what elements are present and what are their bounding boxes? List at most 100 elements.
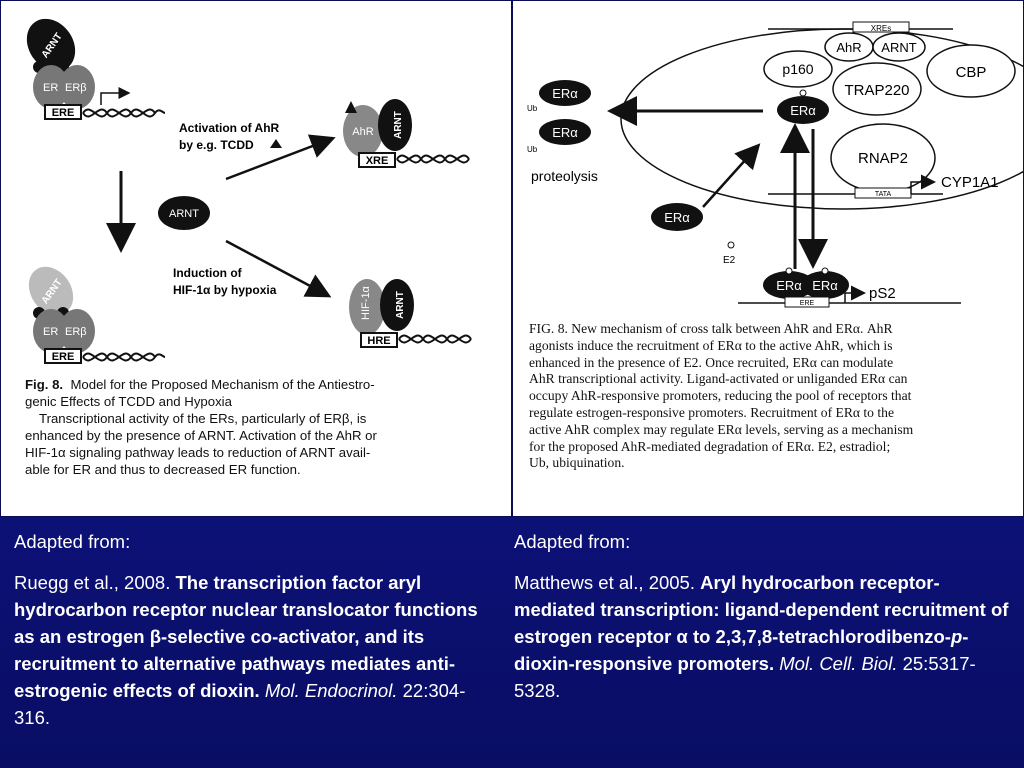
left-citation: Adapted from: Ruegg et al., 2008. The tr… (14, 528, 496, 745)
dna-strand (82, 108, 156, 118)
arnt-shape (380, 279, 414, 331)
hre-box (360, 332, 398, 348)
activation-text-line2: by e.g. TCDD (179, 138, 254, 152)
top-right-complex: AhR ARNT XRE (343, 99, 470, 168)
arnt-label: ARNT (393, 111, 404, 139)
xres-label: XREs (871, 24, 891, 33)
e2-label: E2 (723, 255, 736, 266)
p160-shape (763, 50, 833, 88)
hre-label: HRE (367, 335, 390, 347)
caption-title-part1: Model for the Proposed Mechanism of the … (70, 377, 375, 392)
activation-arrow (225, 134, 336, 181)
bound-er-alpha-label: ERα (776, 278, 802, 293)
ere-label: ERE (52, 351, 75, 363)
caption-title-line2: genic Effects of TCDD and Hypoxia (25, 394, 232, 409)
ub-label: Ub (527, 145, 538, 154)
caption-body-line4: able for ER and thus to decreased ER fun… (25, 462, 301, 477)
er-alpha-shape (777, 96, 829, 124)
ub-er-alpha-shape (539, 119, 591, 145)
caption-line: active AhR complex may regulate ERα leve… (529, 421, 914, 437)
e2-dot (727, 241, 735, 249)
right-diagram: XREs AhR ARNT p160 TRAP220 CBP ERα RNAP2… (527, 21, 1023, 308)
dna-strand (82, 352, 156, 362)
citation-text: Matthews et al., 2005. Aryl hydrocarbon … (514, 569, 1012, 704)
hif-shape (349, 279, 385, 335)
arnt-shape (26, 18, 76, 72)
free-er-alpha-label: ERα (664, 210, 690, 225)
trap220-shape (832, 62, 922, 116)
citation-title: The transcription factor aryl hydrocarbo… (14, 572, 478, 701)
caption-line: regulate estrogen-responsive promoters. … (529, 404, 894, 420)
p160-label: p160 (782, 61, 813, 77)
bottom-right-complex: HIF-1α ARNT HRE (349, 279, 472, 348)
cbp-label: CBP (956, 64, 987, 81)
arnt-label: ARNT (881, 40, 916, 55)
free-arnt-label: ARNT (169, 208, 199, 220)
citation-volume: 25:5317-5328. (514, 653, 976, 701)
caption-line: enhanced in the presence of E2. Once rec… (529, 354, 894, 370)
e2-dot (821, 267, 829, 275)
arnt-label: ARNT (395, 291, 406, 319)
ahr-label: AhR (836, 40, 861, 55)
citation-authors: Matthews et al., 2005. (514, 572, 695, 593)
er-alpha-label: ERα (790, 103, 816, 118)
adapted-from-label: Adapted from: (514, 531, 631, 552)
dna-strand (396, 154, 470, 164)
hif-label: HIF-1α (360, 285, 372, 320)
rnap2-label: RNAP2 (858, 150, 908, 167)
ere-box (784, 296, 830, 308)
proteolysis-label: proteolysis (531, 168, 598, 184)
fig-label: Fig. 8. (25, 377, 64, 392)
er-beta-shape (59, 309, 95, 353)
dna-strand (398, 334, 472, 344)
xre-label: XRE (366, 155, 389, 167)
tcdd-triangle-icon (270, 139, 282, 148)
er-alpha-label: ER (43, 326, 58, 338)
arnt-shape (872, 32, 926, 62)
citation-title-part1: Aryl hydrocarbon receptor-mediated trans… (514, 572, 1009, 647)
caption-body-line2: enhanced by the presence of ARNT. Activa… (25, 428, 377, 443)
arnt-shape (378, 99, 412, 151)
free-arnt-shape (158, 196, 210, 230)
caption-line: AhR transcriptional activity. Ligand-act… (529, 371, 908, 387)
ps2-label: pS2 (869, 285, 896, 302)
top-left-complex: ARNT ER ERβ ERE (26, 18, 166, 120)
er-alpha-label: ER (43, 82, 58, 94)
caption-line: agonists induce the recruitment of ERα t… (529, 337, 893, 353)
citation-text: Ruegg et al., 2008. The transcription fa… (14, 569, 496, 731)
ere-label: ERE (800, 300, 815, 307)
ub-label: Ub (527, 104, 538, 113)
citation-journal: Mol. Cell. Biol. (779, 653, 898, 674)
trap220-label: TRAP220 (844, 82, 909, 99)
ub-er-alpha-label: ERα (552, 86, 578, 101)
er-beta-label: ERβ (65, 82, 87, 94)
cyp1a1-label: CYP1A1 (941, 174, 999, 191)
citation-title-italic: p (950, 626, 963, 647)
ahr-shape (343, 105, 383, 157)
induction-text-line2: HIF-1α by hypoxia (173, 283, 277, 297)
left-figure-panel: ARNT ER ERβ ERE AhR ARNT XRE A (0, 0, 512, 517)
er-alpha-shape (33, 309, 69, 353)
er-beta-shape (59, 65, 95, 109)
caption-title-line1: Fig. 8. Model for the Proposed Mechanism… (25, 376, 493, 393)
right-citation: Adapted from: Matthews et al., 2005. Ary… (514, 528, 1012, 718)
caption-line: FIG. 8. New mechanism of cross talk betw… (529, 321, 893, 336)
citation-title-part2: -dioxin-responsive promoters. (514, 626, 969, 674)
er-alpha-shape (33, 65, 69, 109)
xres-box (852, 21, 910, 33)
e2-dot (785, 267, 793, 275)
xre-box (358, 152, 396, 168)
induction-arrow (225, 239, 332, 298)
citation-journal: Mol. Endocrinol. (264, 680, 398, 701)
arnt-shape (28, 266, 74, 316)
transcription-arrow (910, 174, 936, 194)
bound-er-alpha-shape (763, 271, 815, 299)
left-diagram: ARNT ER ERβ ERE AhR ARNT XRE A (26, 18, 472, 364)
cbp-shape (926, 44, 1016, 98)
caption-body-line3: HIF-1α signaling pathway leads to reduct… (25, 445, 371, 460)
ere-box (44, 348, 82, 364)
e2-dot (799, 89, 807, 97)
left-caption: Fig. 8. Model for the Proposed Mechanism… (25, 376, 493, 478)
ahr-label: AhR (352, 126, 373, 138)
caption-line: for the proposed AhR-mediated degradatio… (529, 438, 891, 454)
